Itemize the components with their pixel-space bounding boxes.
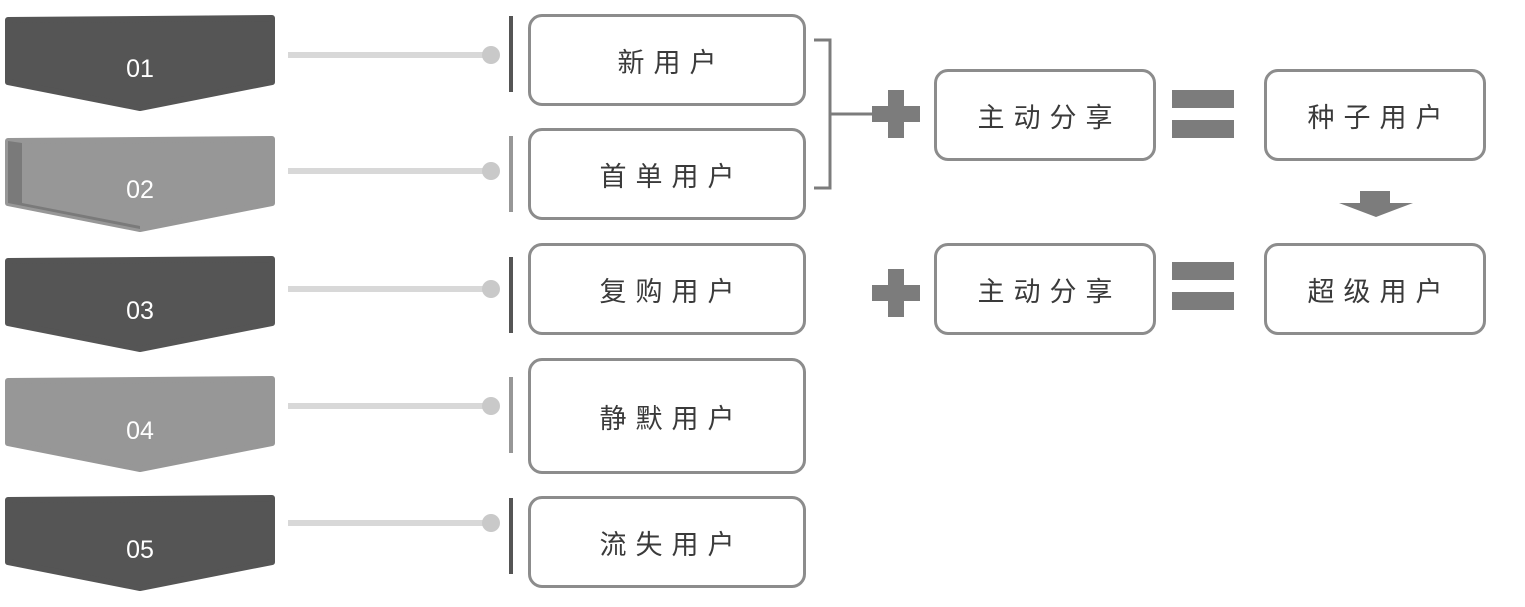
arrow-down-icon [1339,191,1413,217]
stage-chevron-05 [5,495,275,591]
plus-icon [872,269,920,317]
stage-number-01: 01 [126,55,154,83]
stage-number-04: 04 [126,417,154,445]
stage-chevron-03 [5,256,275,352]
equals-icon [1172,262,1234,310]
connector-02 [288,136,513,212]
stage-box-repeat: 复购用户 [528,243,806,335]
connector-03 [288,257,513,333]
stage-chevron-04 [5,376,275,472]
stage-number-03: 03 [126,297,154,325]
stage-box-first-order: 首单用户 [528,128,806,220]
result-box-super-user: 超级用户 [1264,243,1486,335]
bracket-icon [814,38,872,190]
result-box-seed-user: 种子用户 [1264,69,1486,161]
connector-01 [288,16,513,92]
action-box-share-2: 主动分享 [934,243,1156,335]
stage-box-new-user: 新用户 [528,14,806,106]
action-box-share-1: 主动分享 [934,69,1156,161]
connector-04 [288,377,513,453]
stage-box-silent: 静默用户 [528,358,806,474]
stage-chevron-02 [5,136,275,232]
stage-chevron-01 [5,15,275,111]
stage-box-churned: 流失用户 [528,496,806,588]
plus-icon [872,90,920,138]
stage-number-02: 02 [126,176,154,204]
equals-icon [1172,90,1234,138]
stage-number-05: 05 [126,536,154,564]
connector-05 [288,498,513,574]
